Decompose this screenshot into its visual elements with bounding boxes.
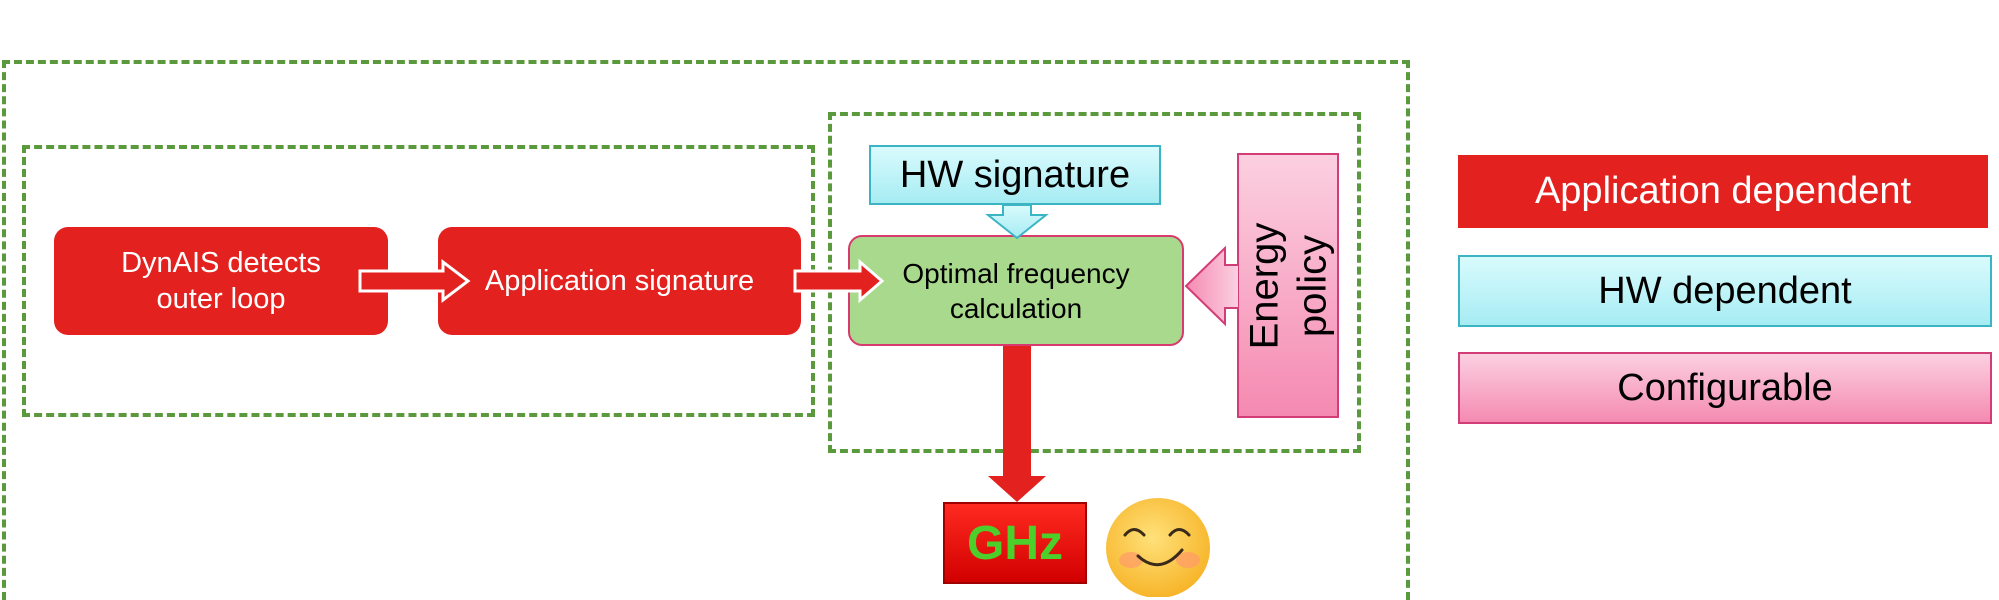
- legend-configurable-label: Configurable: [1617, 366, 1833, 409]
- hw-signature-node: HW signature: [869, 145, 1161, 205]
- ghz-output-node: GHz: [943, 502, 1087, 584]
- dynais-label: DynAIS detects outer loop: [121, 247, 321, 315]
- dynais-node: DynAIS detects outer loop: [54, 227, 388, 335]
- arrow-app-to-optfreq: [793, 258, 885, 304]
- ghz-label: GHz: [967, 516, 1063, 570]
- hw-signature-label: HW signature: [899, 153, 1131, 196]
- legend-application-dependent: Application dependent: [1458, 155, 1988, 228]
- arrow-optfreq-to-ghz: [988, 346, 1046, 502]
- arrow-energy-to-optfreq: [1184, 245, 1238, 327]
- legend-application-dependent-label: Application dependent: [1534, 170, 1912, 212]
- application-signature-node: Application signature: [438, 227, 801, 335]
- arrow-hw-to-optfreq: [985, 204, 1049, 240]
- optimal-frequency-label: Optimal frequency calculation: [902, 257, 1130, 324]
- arrow-dynais-to-app: [358, 258, 471, 304]
- outer-loop-boundary: [2, 60, 1410, 600]
- legend-configurable: Configurable: [1458, 352, 1992, 424]
- application-signature-label: Application signature: [484, 265, 755, 297]
- legend-hw-dependent: HW dependent: [1458, 255, 1992, 327]
- legend-hw-dependent-label: HW dependent: [1598, 269, 1852, 312]
- smiling-face-icon: [1106, 498, 1210, 597]
- optimal-frequency-node: Optimal frequency calculation: [848, 235, 1184, 346]
